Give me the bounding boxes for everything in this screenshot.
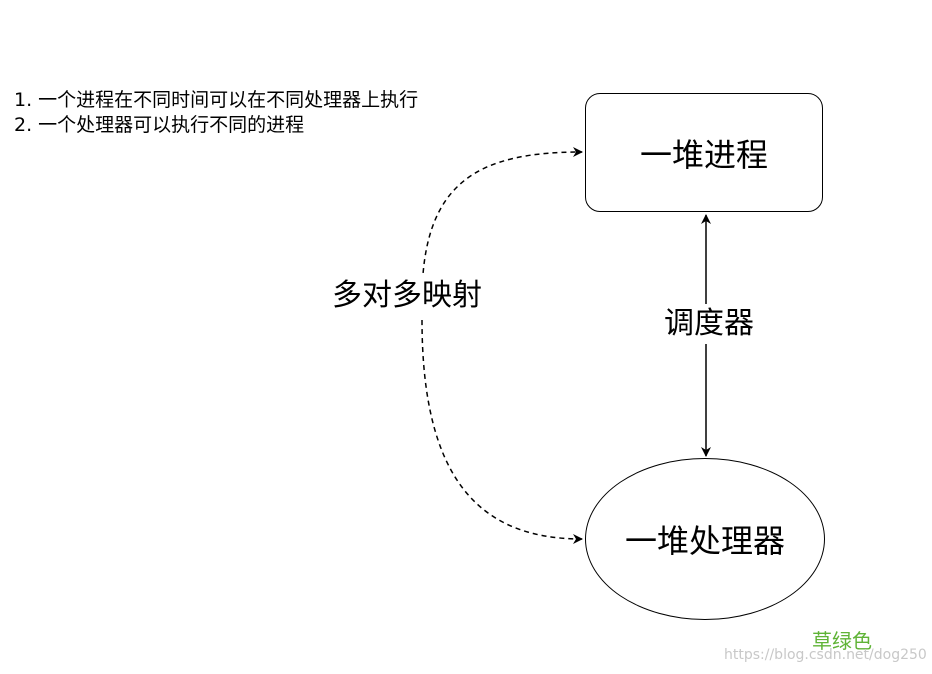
processes-node: 一堆进程 [585,93,823,212]
note-item-1: 1. 一个进程在不同时间可以在不同处理器上执行 [14,89,419,111]
watermark-url: https://blog.csdn.net/dog250 [724,647,927,663]
processes-node-label: 一堆进程 [639,135,768,174]
mapping-curve-to-processes [421,147,583,301]
watermark-title: 草绿色 [812,629,872,653]
note-item-2: 2. 一个处理器可以执行不同的进程 [14,114,305,136]
scheduler-label: 调度器 [652,304,766,344]
processors-node-label: 一堆处理器 [624,522,785,560]
mapping-label: 多对多映射 [332,276,482,316]
processors-node: 一堆处理器 [585,458,825,620]
mapping-curve-to-processors [421,319,583,544]
notes-list: 1. 一个进程在不同时间可以在不同处理器上执行 2. 一个处理器可以执行不同的进… [14,88,418,138]
